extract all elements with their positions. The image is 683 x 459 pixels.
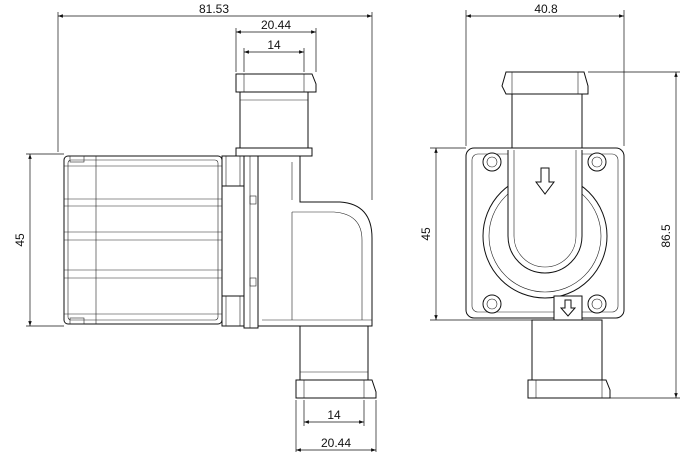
dimension-front-overall-height: 86.5	[588, 71, 680, 399]
dimension-front-width: 40.8	[465, 2, 625, 146]
bottom-outlet-pipe	[295, 325, 377, 399]
pump-body	[257, 155, 373, 327]
dimension-bottom-inner-diameter: 14	[303, 400, 365, 426]
dimension-side-height: 45	[13, 153, 64, 327]
dimension-top-outer-diameter: 20.44	[235, 18, 317, 72]
overall-length-label: 81.53	[199, 2, 229, 16]
top-inner-diameter-label: 14	[267, 38, 281, 52]
dimension-front-body-height: 45	[419, 147, 532, 321]
mounting-flange	[221, 151, 259, 329]
corner-screws	[482, 152, 607, 314]
bottom-inner-diameter-label: 14	[327, 408, 341, 422]
front-overall-height-label: 86.5	[659, 224, 673, 248]
front-body-height-label: 45	[419, 227, 433, 241]
dimension-top-inner-diameter: 14	[243, 38, 305, 72]
side-view: 81.53 20.44 14 45 14	[13, 2, 377, 452]
dimension-bottom-outer-diameter: 20.44	[295, 400, 377, 452]
outlet-flow-arrow-icon	[553, 295, 583, 321]
top-inlet-pipe	[235, 73, 317, 157]
top-outer-diameter-label: 20.44	[261, 18, 291, 32]
motor-housing	[63, 155, 223, 325]
front-view: 40.8 45 86.5	[419, 2, 680, 399]
dimension-overall-length: 81.53	[57, 2, 373, 200]
front-width-label: 40.8	[534, 2, 558, 16]
bottom-outer-diameter-label: 20.44	[321, 436, 351, 450]
volute-housing	[482, 150, 608, 299]
flow-arrow-icon	[535, 167, 555, 195]
side-height-label: 45	[13, 233, 27, 247]
front-bottom-pipe	[527, 319, 611, 399]
front-top-pipe	[501, 71, 589, 151]
